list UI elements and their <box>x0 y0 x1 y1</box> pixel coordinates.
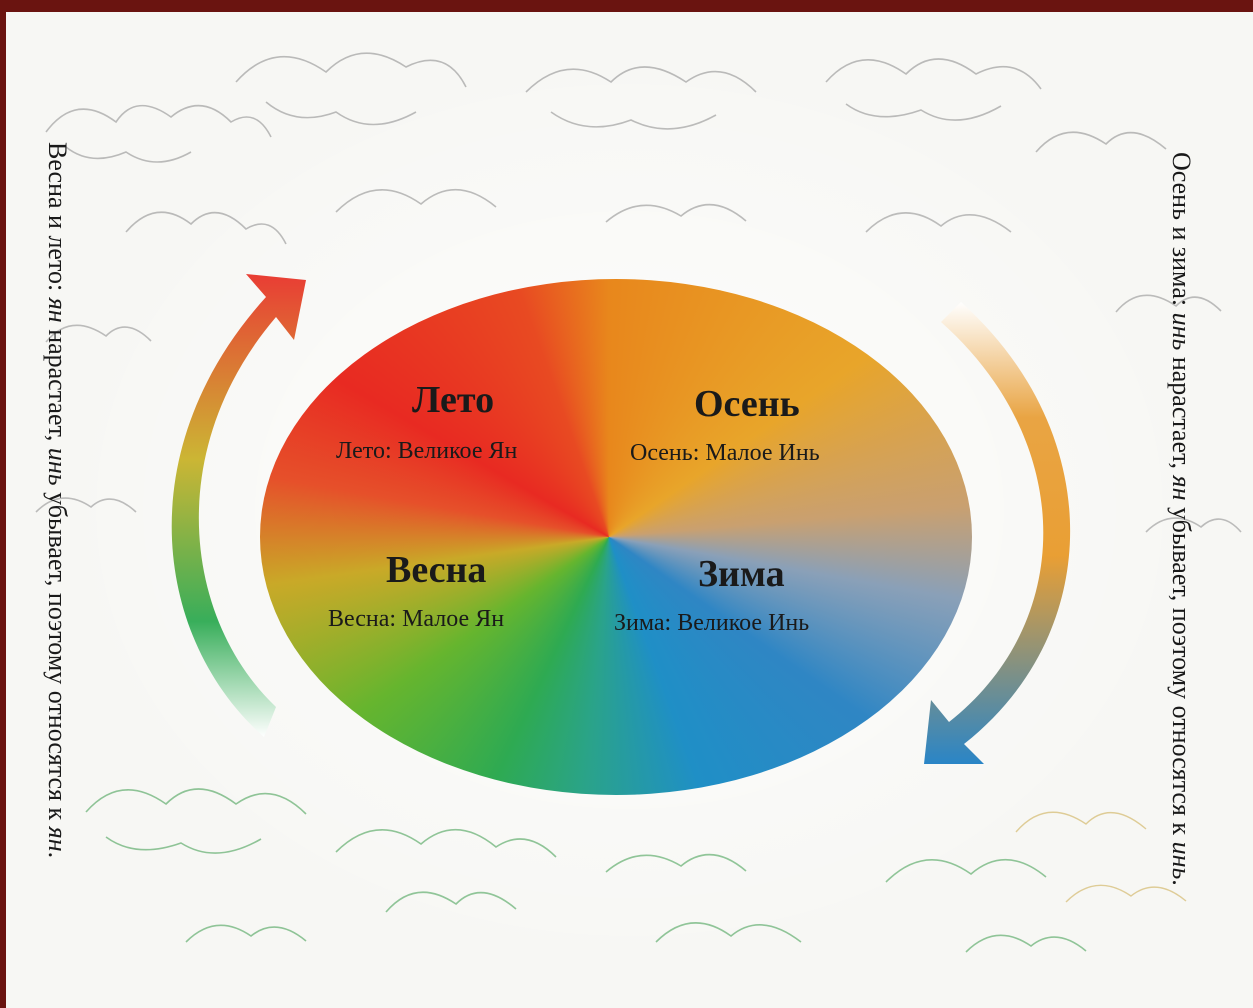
summer-title: Лето <box>412 379 495 421</box>
right-caption-yin1: инь <box>1167 312 1196 351</box>
color-wheel <box>260 279 972 795</box>
spring-subtitle: Весна: Малое Ян <box>328 606 505 632</box>
winter-subtitle: Зима: Великое Инь <box>614 610 810 636</box>
right-caption-part1: Осень и зима: <box>1167 152 1196 313</box>
left-caption-part3: убывает, поэтому относятся к <box>43 485 72 827</box>
cloud-pattern-background <box>35 52 1242 953</box>
left-caption-part2: нарастает, <box>43 322 72 448</box>
winter-title: Зима <box>698 553 785 595</box>
page: Лето Лето: Великое Ян Осень Осень: Малое… <box>6 12 1253 1008</box>
summer-subtitle: Лето: Великое Ян <box>336 438 518 464</box>
right-caption-yan1: ян <box>1167 475 1196 501</box>
left-caption-end: . <box>43 851 72 859</box>
right-caption: Осень и зима: инь нарастает, ян убывает,… <box>1166 152 1196 886</box>
right-caption-part2: нарастает, <box>1167 350 1196 476</box>
left-caption-yin1: инь <box>43 447 72 486</box>
left-caption-yan1: ян <box>43 297 72 323</box>
right-caption-yin2: инь <box>1167 841 1196 880</box>
right-caption-end: . <box>1167 879 1196 886</box>
yang-arrow <box>171 274 306 737</box>
yin-arrow <box>924 302 1071 764</box>
autumn-subtitle: Осень: Малое Инь <box>630 440 820 466</box>
left-caption-yan2: ян <box>43 826 72 852</box>
spring-title: Весна <box>386 549 487 591</box>
seasons-wheel <box>260 279 972 795</box>
autumn-title: Осень <box>694 383 800 425</box>
left-caption-part1: Весна и лето: <box>43 142 72 298</box>
left-caption: Весна и лето: ян нарастает, инь убывает,… <box>42 142 72 858</box>
right-caption-part3: убывает, поэтому относятся к <box>1167 500 1196 842</box>
